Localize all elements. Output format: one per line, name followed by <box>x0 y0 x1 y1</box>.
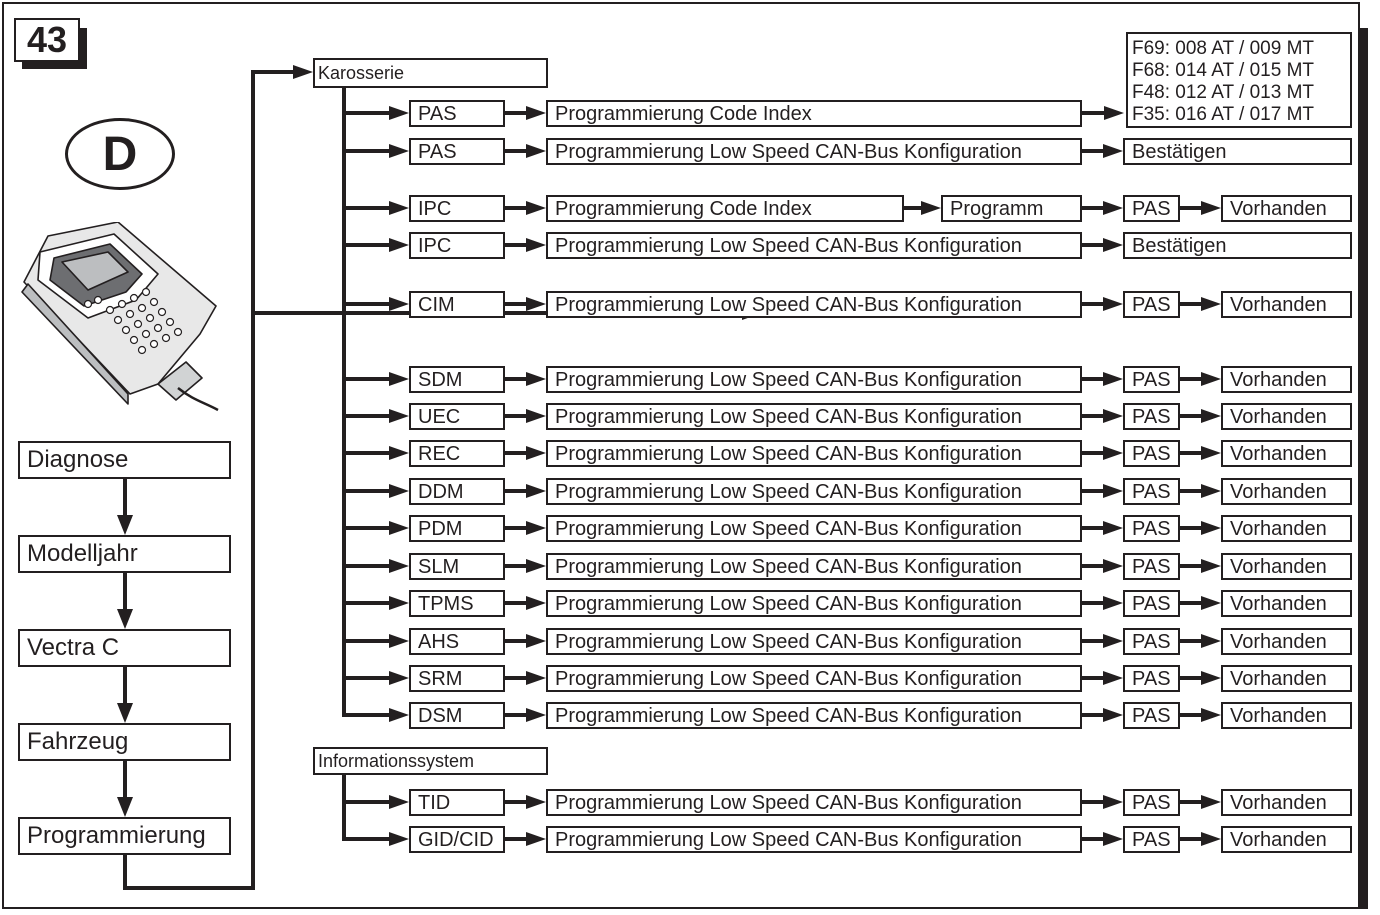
tech2-scan-tool-icon <box>18 222 228 412</box>
module-box[interactable]: SLM <box>409 553 505 580</box>
function-box[interactable]: Programmierung Low Speed CAN-Bus Konfigu… <box>546 440 1082 467</box>
menu-vectra-c[interactable]: Vectra C <box>18 629 231 667</box>
module-box[interactable]: IPC <box>409 195 505 222</box>
module-box[interactable]: UEC <box>409 403 505 430</box>
module-box[interactable]: DDM <box>409 478 505 505</box>
step-box[interactable]: PAS <box>1123 826 1180 853</box>
menu-programmierung[interactable]: Programmierung <box>18 817 231 855</box>
module-box[interactable]: TPMS <box>409 590 505 617</box>
function-box[interactable]: Programmierung Code Index <box>546 195 904 222</box>
function-box[interactable]: Programmierung Low Speed CAN-Bus Konfigu… <box>546 665 1082 692</box>
result-box[interactable]: Vorhanden <box>1221 515 1352 542</box>
branch-karosserie[interactable]: Karosserie <box>313 58 548 88</box>
function-box[interactable]: Programmierung Low Speed CAN-Bus Konfigu… <box>546 232 1082 259</box>
module-box[interactable]: AHS <box>409 628 505 655</box>
step-box[interactable]: PAS <box>1123 291 1180 318</box>
result-box[interactable]: Vorhanden <box>1221 403 1352 430</box>
country-badge: D <box>65 118 175 190</box>
module-box[interactable]: PDM <box>409 515 505 542</box>
result-box[interactable]: Vorhanden <box>1221 195 1352 222</box>
function-box[interactable]: Programmierung Low Speed CAN-Bus Konfigu… <box>546 403 1082 430</box>
result-box[interactable]: Vorhanden <box>1221 366 1352 393</box>
function-box[interactable]: Programmierung Low Speed CAN-Bus Konfigu… <box>546 826 1082 853</box>
step-box[interactable]: PAS <box>1123 789 1180 816</box>
page-number: 43 <box>14 18 80 62</box>
function-box[interactable]: Programmierung Low Speed CAN-Bus Konfigu… <box>546 515 1082 542</box>
module-box[interactable]: GID/CID <box>409 826 505 853</box>
result-box[interactable]: Vorhanden <box>1221 291 1352 318</box>
step-box[interactable]: PAS <box>1123 553 1180 580</box>
result-box[interactable]: Vorhanden <box>1221 628 1352 655</box>
step-box[interactable]: PAS <box>1123 195 1180 222</box>
step-box[interactable]: PAS <box>1123 440 1180 467</box>
function-box[interactable]: Programmierung Low Speed CAN-Bus Konfigu… <box>546 291 1082 318</box>
module-box[interactable]: DSM <box>409 702 505 729</box>
page-number-shadow-bottom <box>22 62 87 69</box>
menu-diagnose[interactable]: Diagnose <box>18 441 231 479</box>
step-box[interactable]: PAS <box>1123 702 1180 729</box>
module-box[interactable]: SRM <box>409 665 505 692</box>
module-box[interactable]: CIM <box>409 291 505 318</box>
step-box[interactable]: PAS <box>1123 665 1180 692</box>
module-box[interactable]: SDM <box>409 366 505 393</box>
module-box[interactable]: PAS <box>409 138 505 165</box>
code-index-line: F35: 016 AT / 017 MT <box>1132 104 1350 126</box>
step-box[interactable]: PAS <box>1123 590 1180 617</box>
function-box[interactable]: Programmierung Low Speed CAN-Bus Konfigu… <box>546 478 1082 505</box>
function-box[interactable]: Programmierung Low Speed CAN-Bus Konfigu… <box>546 553 1082 580</box>
program-box[interactable]: Programm <box>941 195 1082 222</box>
step-box[interactable]: PAS <box>1123 515 1180 542</box>
step-box[interactable]: PAS <box>1123 366 1180 393</box>
code-index-line: F68: 014 AT / 015 MT <box>1132 60 1350 82</box>
result-box[interactable]: Vorhanden <box>1221 826 1352 853</box>
result-box[interactable]: Vorhanden <box>1221 590 1352 617</box>
code-index-line: F48: 012 AT / 013 MT <box>1132 82 1350 104</box>
function-box[interactable]: Programmierung Low Speed CAN-Bus Konfigu… <box>546 702 1082 729</box>
code-index-line: F69: 008 AT / 009 MT <box>1132 38 1350 60</box>
code-index-note: F69: 008 AT / 009 MT F68: 014 AT / 015 M… <box>1126 32 1352 128</box>
function-box[interactable]: Programmierung Low Speed CAN-Bus Konfigu… <box>546 590 1082 617</box>
result-box[interactable]: Vorhanden <box>1221 553 1352 580</box>
module-box[interactable]: REC <box>409 440 505 467</box>
confirm-box[interactable]: Bestätigen <box>1123 232 1352 259</box>
function-box[interactable]: Programmierung Low Speed CAN-Bus Konfigu… <box>546 628 1082 655</box>
step-box[interactable]: PAS <box>1123 403 1180 430</box>
branch-informationssystem[interactable]: Informationssystem <box>313 747 548 775</box>
result-box[interactable]: Vorhanden <box>1221 478 1352 505</box>
confirm-box[interactable]: Bestätigen <box>1123 138 1352 165</box>
menu-fahrzeug[interactable]: Fahrzeug <box>18 723 231 761</box>
result-box[interactable]: Vorhanden <box>1221 665 1352 692</box>
result-box[interactable]: Vorhanden <box>1221 440 1352 467</box>
function-box[interactable]: Programmierung Low Speed CAN-Bus Konfigu… <box>546 138 1082 165</box>
function-box[interactable]: Programmierung Low Speed CAN-Bus Konfigu… <box>546 366 1082 393</box>
module-box[interactable]: TID <box>409 789 505 816</box>
module-box[interactable]: IPC <box>409 232 505 259</box>
menu-modelljahr[interactable]: Modelljahr <box>18 535 231 573</box>
function-box[interactable]: Programmierung Code Index <box>546 100 1082 127</box>
step-box[interactable]: PAS <box>1123 628 1180 655</box>
result-box[interactable]: Vorhanden <box>1221 702 1352 729</box>
page-shadow-right <box>1360 28 1368 909</box>
module-box[interactable]: PAS <box>409 100 505 127</box>
function-box[interactable]: Programmierung Low Speed CAN-Bus Konfigu… <box>546 789 1082 816</box>
step-box[interactable]: PAS <box>1123 478 1180 505</box>
result-box[interactable]: Vorhanden <box>1221 789 1352 816</box>
